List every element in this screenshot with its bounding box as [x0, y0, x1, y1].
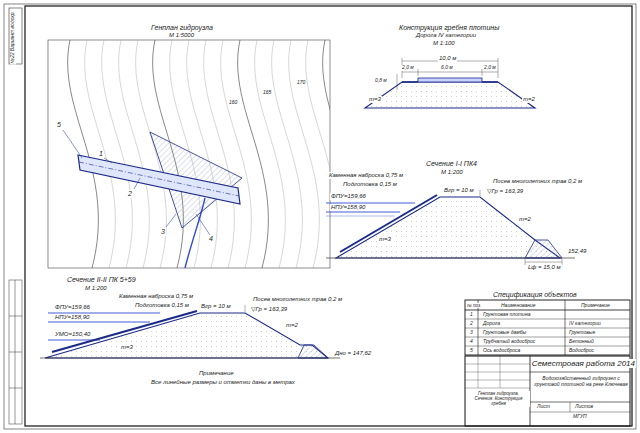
margin-cells [9, 280, 22, 424]
slope-mark: m=2 [522, 96, 536, 103]
table-cell: 1 [469, 312, 474, 318]
dam-plan [78, 155, 240, 204]
table-cell: Дорога [482, 321, 501, 327]
water-level: НПУ=158,90 [330, 204, 366, 211]
contour-line [289, 40, 320, 268]
title-block-text: МГУП [572, 414, 588, 420]
callout-leaders [63, 130, 210, 235]
dimension: 2,0 м [483, 65, 497, 71]
table-title: Спецификация объектов [492, 291, 578, 299]
scale-note: М 1:200 [84, 285, 108, 292]
contour-line [85, 40, 116, 268]
elevation-mark: ▽Гр = 163,39 [250, 306, 288, 313]
table-cell: Ось водосброса [482, 348, 521, 354]
title-block-text: Водохозяйственный гидроузел с грунтовой … [533, 376, 629, 388]
dimension: 2,0 м [401, 65, 415, 71]
water-level: УМО=150,40 [54, 331, 91, 338]
scale-note: М 1:5000 [168, 32, 195, 39]
table-cell: Грунтовая плотина [482, 312, 531, 318]
contour-line [238, 40, 269, 268]
water-level: НПУ=158,90 [54, 314, 90, 321]
stamp-text: №22 Вариант водохр. [10, 10, 16, 65]
title-block-text: Генплан гидроузла. Сечения. Конструкция … [467, 391, 530, 407]
title-block-text: Семестровая работа 2014 [531, 359, 636, 368]
plan-border [48, 40, 330, 268]
dimension: 6,0 м [440, 65, 454, 71]
contour-mark: 170 [296, 80, 306, 86]
section-title: Сечение II-II ПК 5+59 [66, 276, 137, 284]
view-title: Конструкция гребня плотины [398, 24, 500, 32]
water-level: ФПУ=159,66 [330, 193, 367, 200]
note-text: Все линейные размеры и отметки даны в ме… [150, 379, 296, 386]
layer-note: Подготовка 0,15 м [342, 181, 398, 188]
table-header: Наименование [500, 303, 537, 309]
dimension: Bгр = 10 м [200, 303, 232, 310]
table-cell: 2 [469, 321, 474, 327]
table-cell: Водосброс [568, 348, 595, 354]
sheet-border [4, 4, 636, 429]
callout-number: 1 [98, 150, 104, 158]
crest-detail [365, 58, 535, 108]
layer-note: Посев многолетних трав 0,2 м [492, 178, 583, 185]
dimension: 0,8 м [374, 78, 388, 84]
dimension: 10,0 м [438, 55, 457, 62]
table-cell: Бетонный [568, 339, 595, 345]
elevation-mark: ▽Гр = 163,39 [486, 188, 524, 195]
contour-lines [68, 40, 330, 268]
contour-mark: 160 [228, 100, 238, 106]
note-title: Примечание [198, 370, 235, 377]
title-block-text: Лист [536, 404, 551, 410]
contour-line [255, 40, 286, 268]
layer-note: Каменная наброска 0,75 м [328, 172, 404, 179]
scale-note: М 1:200 [440, 169, 464, 176]
slope-mark: m=2 [518, 216, 532, 223]
contour-line [119, 40, 150, 268]
layer-note: Подготовка 0,15 м [134, 302, 190, 309]
table-cell: 4 [469, 339, 474, 345]
water-level: ФПУ=159,66 [54, 304, 91, 311]
layer-note: Каменная наброска 0,75 м [118, 293, 194, 300]
layer-note: Посев многолетних трав 0,2 м [252, 296, 343, 303]
slope-mark: m=3 [378, 236, 392, 243]
contour-line [221, 40, 252, 268]
section-1 [326, 190, 575, 265]
dam-axis [79, 162, 239, 196]
table-cell: Грунтовые [568, 330, 596, 336]
contour-mark: 165 [262, 90, 272, 96]
stamp-box [9, 8, 22, 64]
contour-line [102, 40, 133, 268]
view-subtitle: Дорога IV категории [415, 32, 477, 39]
callout-number: 5 [56, 121, 62, 129]
spec-table [465, 300, 630, 355]
scale-note: М 1:100 [432, 40, 456, 47]
elevation-mark: 152,49 [567, 248, 587, 255]
contour-line [204, 40, 235, 268]
table-cell: Трубчатый водосброс [482, 339, 536, 345]
section-title: Сечение I-I ПК4 [425, 160, 478, 168]
dimension: Bгр = 10 м [443, 187, 475, 194]
dimension: Lф = 15,0 м [527, 264, 562, 271]
table-header: Примечание [580, 303, 611, 309]
elevation-mark: Дно = 147,62 [334, 350, 372, 357]
slope-mark: m=3 [120, 344, 134, 351]
callout-number: 2 [127, 190, 133, 198]
section-2 [40, 305, 340, 358]
table-cell: 5 [469, 348, 474, 354]
table-cell: Грунтовые дамбы [482, 330, 527, 336]
callout-number: 3 [160, 228, 166, 236]
contour-line [306, 40, 330, 268]
table-cell: 3 [469, 330, 474, 336]
contour-line [68, 40, 99, 268]
contour-line [272, 40, 303, 268]
view-title: Генплан гидроузла [150, 24, 214, 32]
title-block-text: Листов [574, 404, 594, 410]
table-header: № поз. [466, 303, 482, 308]
plan-structures [63, 130, 242, 268]
slope-mark: m=2 [285, 322, 299, 329]
contour-line [323, 40, 330, 268]
callout-number: 4 [208, 235, 214, 243]
table-cell: IV категории [568, 321, 602, 327]
slope-mark: m=3 [368, 96, 382, 103]
